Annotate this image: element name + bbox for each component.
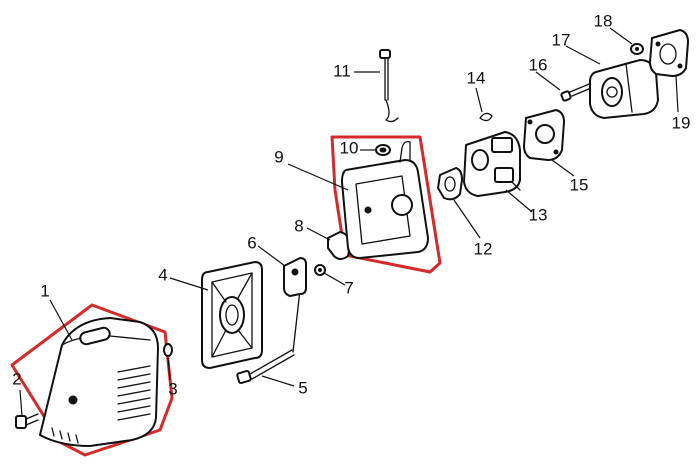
- callout-label-13: 13: [529, 205, 548, 224]
- callout-label-18: 18: [594, 11, 613, 30]
- grommet: [163, 343, 173, 357]
- long-bolt: [236, 289, 301, 384]
- callout-label-16: 16: [529, 55, 548, 74]
- washer: [314, 264, 326, 276]
- bracket: [283, 257, 307, 297]
- air-filter-cover: [39, 317, 159, 447]
- intake-manifold: [589, 59, 659, 119]
- callout-label-7: 7: [344, 278, 353, 297]
- filter-base-plate: [341, 140, 429, 259]
- callout-label-14: 14: [467, 68, 486, 87]
- callout-label-4: 4: [158, 265, 167, 284]
- callout-label-11: 11: [333, 61, 351, 80]
- callout-label-2: 2: [12, 369, 21, 388]
- callout-label-17: 17: [552, 30, 571, 49]
- highlight-part-9: [330, 135, 442, 274]
- callout-label-9: 9: [274, 147, 283, 166]
- callout-label-1: 1: [40, 281, 49, 300]
- leader-lines: [19, 27, 679, 417]
- callout-label-6: 6: [247, 233, 256, 252]
- callout-label-10: 10: [340, 138, 359, 157]
- hex-nut: [375, 144, 391, 156]
- manifold-gasket: [649, 29, 689, 77]
- small-clip: [479, 112, 493, 122]
- callout-label-15: 15: [570, 175, 589, 194]
- choke-rod: [379, 49, 399, 123]
- callout-labels: 1 2 3 4 5 6 7 8 9 10 11 12 13 14 15 16 1…: [12, 11, 690, 398]
- callout-label-19: 19: [672, 113, 691, 132]
- cover-screw: [15, 413, 39, 429]
- manifold-nut: [630, 43, 644, 55]
- callout-label-3: 3: [168, 379, 177, 398]
- callout-label-12: 12: [474, 239, 493, 258]
- carburetor-gasket: [437, 167, 463, 201]
- choke-lever: [327, 231, 351, 260]
- callout-label-5: 5: [298, 378, 307, 397]
- air-filter-element: [201, 261, 263, 369]
- carburetor: [463, 131, 521, 197]
- insulator-gasket: [523, 109, 565, 161]
- callout-label-8: 8: [294, 216, 303, 235]
